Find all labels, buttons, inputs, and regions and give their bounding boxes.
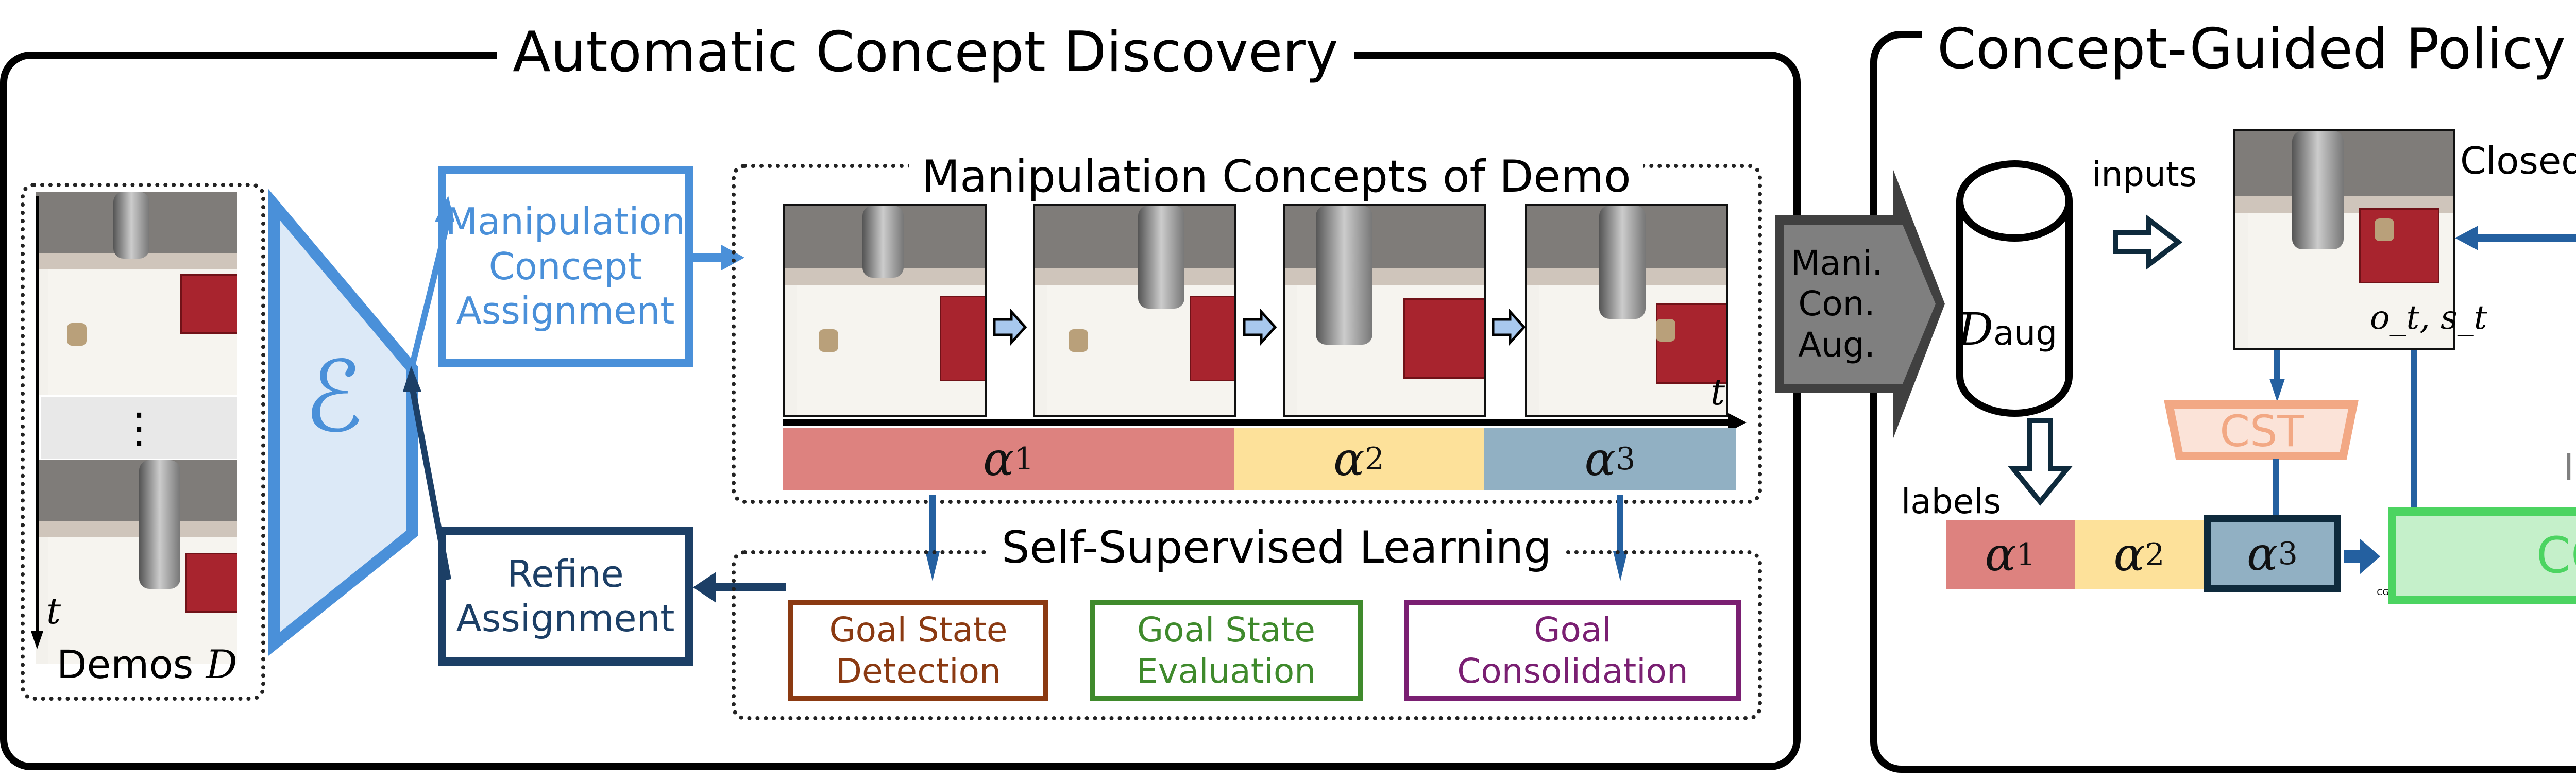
frame-arrow-2 xyxy=(1243,308,1277,346)
segment-to-ssl-arrow-right xyxy=(1613,495,1628,581)
augmented-dataset-cylinder xyxy=(1956,160,2073,417)
observation-label: o_t, s_t xyxy=(2370,299,2487,337)
manipulation-concept-assignment-box: Manipulation Concept Assignment xyxy=(438,166,693,367)
right-panel-title: Concept-Guided Policy Learning xyxy=(1922,22,2576,77)
encoder-connector-arrows xyxy=(403,196,454,581)
encoder-trapezoid xyxy=(268,189,418,656)
ellipsis-text: ⋮ xyxy=(118,403,160,452)
ssl-title: Self-Supervised Learning xyxy=(989,526,1564,570)
concept-frame-2 xyxy=(1033,204,1236,417)
segment-to-cgp-arrow xyxy=(2344,538,2380,574)
goal-consolidation-box: Goal Consolidation xyxy=(1404,600,1741,701)
ssl-to-refine-arrow xyxy=(693,572,786,603)
concept-frame-1 xyxy=(783,204,987,417)
demos-time-label: t xyxy=(46,590,61,632)
demo-frame-bottom xyxy=(36,460,237,664)
inputs-arrow xyxy=(2113,214,2183,270)
mani-con-aug-arrow xyxy=(1775,170,1945,438)
demos-box xyxy=(21,183,265,701)
refine-assignment-box: Refine Assignment xyxy=(438,527,693,666)
demos-ellipsis-band: ⋮ xyxy=(41,397,237,459)
demo-frame-top xyxy=(36,192,237,395)
dataset-label: Daug xyxy=(1958,304,2058,355)
observation-to-cst-arrow xyxy=(2269,350,2285,402)
closed-loop-label: Closed-Loop xyxy=(2460,139,2576,182)
goal-state-detection-box: Goal State Detection xyxy=(788,600,1048,701)
concept-frame-4 xyxy=(1525,204,1728,417)
cst-label: CST xyxy=(2219,406,2304,457)
globe-to-observation-arrow xyxy=(2455,226,2576,250)
goal-state-evaluation-box: Goal State Evaluation xyxy=(1090,600,1363,701)
concept-frame-3 xyxy=(1283,204,1486,417)
mani-con-aug-label: Mani. Con. Aug. xyxy=(1790,243,1883,365)
demos-label: Demos D xyxy=(57,641,238,687)
observation-frame xyxy=(2233,129,2455,350)
cgp-label: CGP xyxy=(2536,527,2576,585)
encoder-symbol: ℰ xyxy=(304,340,364,454)
segment-to-ssl-arrow-left xyxy=(925,495,940,581)
inputs-label: inputs xyxy=(2092,155,2197,194)
demos-time-arrow xyxy=(31,196,43,649)
cst-trapezoid xyxy=(2164,400,2359,460)
frame-arrow-3 xyxy=(1492,308,1526,346)
labels-label: labels xyxy=(1901,482,2002,521)
labels-arrow xyxy=(2008,418,2073,506)
concept-timeline-arrow xyxy=(783,413,1747,432)
cgp-policy-box: CGP xyxy=(2388,507,2576,604)
concept-time-label: t xyxy=(1710,371,1725,413)
frame-arrow-1 xyxy=(993,308,1027,346)
left-panel-title: Automatic Concept Discovery xyxy=(497,25,1354,80)
concepts-of-demo-title: Manipulation Concepts of Demo xyxy=(909,155,1643,199)
interaction-label: Interaction xyxy=(2563,446,2576,489)
